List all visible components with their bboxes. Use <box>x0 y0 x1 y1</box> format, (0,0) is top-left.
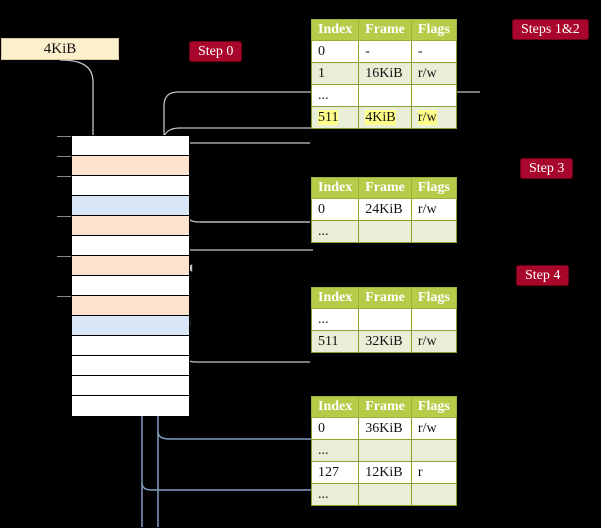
table-row: ... <box>310 483 457 506</box>
column-header-flags: Flags <box>410 177 457 199</box>
cell-frame: 4KiB <box>358 106 412 129</box>
column-header-frame: Frame <box>358 177 412 199</box>
cell-frame: - <box>358 40 412 63</box>
memory-frame-6 <box>72 256 189 276</box>
cell-flags <box>410 220 457 243</box>
badge-step-4: Step 4 <box>516 265 570 286</box>
cell-index: 127 <box>310 461 360 484</box>
virtual-address-label: 4KiB <box>43 40 77 57</box>
column-header-index: Index <box>310 287 360 309</box>
memory-tick <box>57 296 71 297</box>
column-header-index: Index <box>310 396 360 418</box>
memory-frame-2 <box>72 176 189 196</box>
column-header-flags: Flags <box>410 396 457 418</box>
highlighted-value: r/w <box>417 109 437 125</box>
memory-frame-3 <box>72 196 189 216</box>
physical-memory-column <box>71 135 190 416</box>
memory-frame-11 <box>72 356 189 376</box>
memory-frame-7 <box>72 276 189 296</box>
memory-tick <box>57 176 71 177</box>
table-row: ... <box>310 220 457 243</box>
memory-frame-8 <box>72 296 189 316</box>
cell-flags <box>410 84 457 107</box>
memory-frame-5 <box>72 236 189 256</box>
cell-index: ... <box>310 439 360 462</box>
highlighted-value: 4KiB <box>365 109 396 125</box>
cell-frame: 16KiB <box>358 62 412 85</box>
highlighted-value: 511 <box>318 109 339 125</box>
cell-flags: r <box>410 461 457 484</box>
column-header-index: Index <box>310 19 360 41</box>
cell-frame: 12KiB <box>358 461 412 484</box>
column-header-frame: Frame <box>358 19 412 41</box>
cell-frame: 32KiB <box>358 330 412 353</box>
cell-index: 0 <box>310 417 360 440</box>
column-header-frame: Frame <box>358 287 412 309</box>
cell-index: ... <box>310 308 360 331</box>
column-header-frame: Frame <box>358 396 412 418</box>
cell-index: 0 <box>310 40 360 63</box>
table-row: 511 4KiB r/w <box>310 106 457 129</box>
cell-frame: 24KiB <box>358 198 412 221</box>
table-row: ... <box>310 84 457 107</box>
badge-step-0: Step 0 <box>189 41 243 62</box>
cell-frame <box>358 220 412 243</box>
column-header-index: Index <box>310 177 360 199</box>
cell-frame: 36KiB <box>358 417 412 440</box>
cell-frame <box>358 84 412 107</box>
cell-flags <box>410 439 457 462</box>
table-row: 0-- <box>310 40 457 63</box>
table-row: ... <box>310 308 457 331</box>
memory-frame-9 <box>72 316 189 336</box>
memory-frame-0 <box>72 136 189 156</box>
cell-flags: r/w <box>410 106 457 129</box>
cell-index: ... <box>310 220 360 243</box>
cell-flags: r/w <box>410 417 457 440</box>
cell-flags <box>410 483 457 506</box>
badge-steps-1-and-2: Steps 1&2 <box>512 19 589 40</box>
memory-frame-13 <box>72 396 189 416</box>
cell-index: 0 <box>310 198 360 221</box>
cell-index: 1 <box>310 62 360 85</box>
cell-flags: - <box>410 40 457 63</box>
cell-frame <box>358 439 412 462</box>
column-header-flags: Flags <box>410 287 457 309</box>
cell-flags: r/w <box>410 198 457 221</box>
column-header-flags: Flags <box>410 19 457 41</box>
memory-frame-4 <box>72 216 189 236</box>
memory-frame-10 <box>72 336 189 356</box>
cell-frame <box>358 308 412 331</box>
cell-index: ... <box>310 483 360 506</box>
memory-tick <box>57 136 71 137</box>
memory-frame-12 <box>72 376 189 396</box>
cell-flags: r/w <box>410 330 457 353</box>
memory-tick <box>57 156 71 157</box>
cell-flags: r/w <box>410 62 457 85</box>
table-row: ... <box>310 439 457 462</box>
cell-index: ... <box>310 84 360 107</box>
cell-frame <box>358 483 412 506</box>
cell-index: 511 <box>310 330 360 353</box>
virtual-address-box: 4KiB <box>1 38 119 60</box>
badge-step-3: Step 3 <box>520 158 574 179</box>
cell-index: 511 <box>310 106 360 129</box>
memory-frame-1 <box>72 156 189 176</box>
memory-tick <box>57 216 71 217</box>
cell-flags <box>410 308 457 331</box>
memory-tick <box>57 256 71 257</box>
